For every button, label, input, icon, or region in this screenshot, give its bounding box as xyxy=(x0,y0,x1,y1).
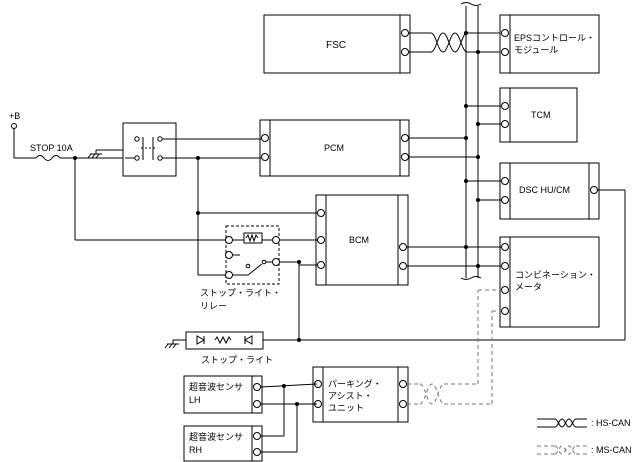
eps-label-1: EPSコントロール・ xyxy=(514,33,595,43)
combination-meter-label-2: メータ xyxy=(515,282,542,292)
combination-meter-module: コンビネーション・ メータ xyxy=(466,236,600,328)
sensor-rh-label-1: 超音波センサ xyxy=(189,431,243,442)
stop-light-switch xyxy=(122,122,261,177)
hs-can-bus xyxy=(460,2,482,280)
fsc-eps-link xyxy=(409,31,503,54)
legend: : HS-CAN : MS-CAN xyxy=(537,418,632,455)
tcm-module: TCM xyxy=(464,87,578,143)
stop-light-label: ストップ・ライト xyxy=(201,355,273,365)
stop-light: ストップ・ライト xyxy=(164,331,273,365)
legend-ms-can: : MS-CAN xyxy=(591,445,632,455)
ms-can-link xyxy=(407,289,501,405)
sensor-rh-label-2: RH xyxy=(189,445,202,455)
dsc-label: DSC HU/CM xyxy=(519,185,570,195)
bcm-label: BCM xyxy=(349,235,369,245)
fsc-module: FSC xyxy=(263,14,411,74)
tcm-label: TCM xyxy=(531,110,551,120)
led-icon xyxy=(196,335,206,345)
eps-module: EPSコントロール・ モジュール xyxy=(499,14,600,74)
fsc-label: FSC xyxy=(326,40,346,51)
ultrasonic-sensor-rh: 超音波センサ RH xyxy=(183,425,263,462)
pcm-label: PCM xyxy=(324,143,344,153)
ultrasonic-sensor-lh: 超音波センサ LH xyxy=(183,375,263,414)
parking-assist-label-3: ユニット xyxy=(328,403,364,413)
dsc-return-wiring xyxy=(263,189,626,342)
bcm-module: BCM xyxy=(315,194,480,286)
sensor-lh-label-1: 超音波センサ xyxy=(189,381,243,392)
stop-signal-wiring xyxy=(196,156,317,276)
resistor-icon xyxy=(214,335,232,345)
sensor-wiring xyxy=(260,383,318,453)
pcm-module: PCM xyxy=(259,119,480,177)
fuse-icon xyxy=(35,155,61,161)
stop-light-relay: ストップ・ライト・ リレー xyxy=(200,225,281,311)
plus-b-label: +B xyxy=(9,111,20,121)
parking-assist-label-2: アシスト・ xyxy=(328,391,373,401)
sensor-lh-label-2: LH xyxy=(189,395,201,405)
relay-label-2: リレー xyxy=(200,301,227,311)
parking-assist-unit: パーキング・ アシスト・ ユニット xyxy=(312,366,409,423)
eps-label-2: モジュール xyxy=(514,45,558,55)
legend-hs-can: : HS-CAN xyxy=(591,418,631,428)
relay-bcm-wiring xyxy=(280,239,317,340)
relay-label-1: ストップ・ライト・ xyxy=(200,288,281,298)
ground-icon xyxy=(87,149,123,159)
diode-icon xyxy=(243,335,253,345)
power-supply: +B STOP 10A xyxy=(9,111,226,241)
fuse-label: STOP 10A xyxy=(30,143,73,153)
combination-meter-label-1: コンビネーション・ xyxy=(515,270,596,280)
parking-assist-label-1: パーキング・ xyxy=(328,378,382,389)
dsc-module: DSC HU/CM xyxy=(464,162,600,220)
